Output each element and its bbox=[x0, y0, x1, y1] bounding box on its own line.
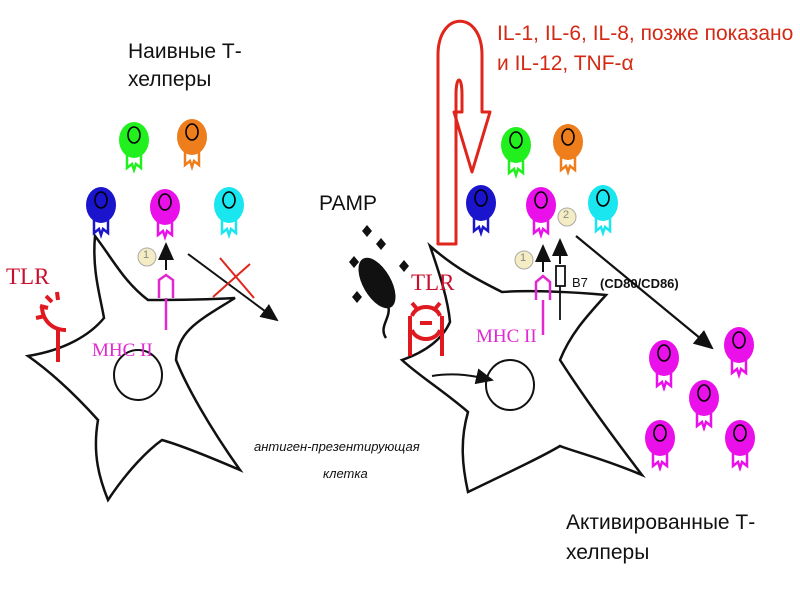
tlr-label-left: TLR bbox=[6, 264, 50, 289]
apc-left-nucleus bbox=[113, 349, 163, 401]
b7-receptor bbox=[555, 265, 566, 320]
cd80-cd86-label: (CD80/CD86) bbox=[600, 276, 679, 291]
activated-t-cell-1 bbox=[647, 338, 681, 390]
t-cell-cyan-right bbox=[586, 183, 620, 235]
block-x-icon bbox=[212, 257, 255, 299]
apc-label-line1: антиген-презентирующая bbox=[254, 439, 420, 454]
signal-1-badge-right bbox=[514, 250, 534, 270]
mhc-ii-left bbox=[157, 273, 175, 330]
activated-t-cell-2 bbox=[722, 325, 756, 377]
activated-t-cell-5 bbox=[723, 418, 757, 470]
blocked-activation-arrow bbox=[187, 253, 279, 322]
activation-arrow bbox=[575, 235, 714, 350]
t-cell-blue-right bbox=[464, 183, 498, 235]
activated-t-helpers-title: Активированные Т-хелперы bbox=[566, 511, 756, 564]
signal-1-badge-left bbox=[137, 247, 157, 267]
cytokine-feedback-arrow bbox=[436, 19, 492, 246]
signal-2-badge bbox=[557, 207, 577, 227]
apc-label-line2: клетка bbox=[323, 466, 368, 481]
t-cell-orange-right bbox=[551, 122, 585, 174]
pamp-pathogen bbox=[349, 225, 409, 339]
signal-2-text: 2 bbox=[563, 209, 570, 221]
tlr-receptor-right bbox=[408, 301, 444, 356]
pamp-label: PAMP bbox=[319, 192, 377, 215]
tlr-label-right: TLR bbox=[411, 270, 455, 295]
signal-1-text-right: 1 bbox=[520, 252, 527, 264]
mhc-ii-label-left: MHC II bbox=[92, 340, 153, 361]
t-cell-green-right bbox=[499, 125, 533, 177]
naive-t-helpers-title: Наивные Т-хелперы bbox=[128, 40, 242, 91]
apc-right-nucleus bbox=[485, 359, 535, 411]
t-cell-magenta-right bbox=[524, 185, 558, 237]
naive-t-cell-magenta bbox=[148, 187, 182, 239]
mhc-ii-label-right: MHC II bbox=[476, 326, 537, 347]
signal-1-text-left: 1 bbox=[143, 249, 150, 261]
naive-t-cell-orange bbox=[175, 117, 209, 169]
naive-t-cell-green bbox=[117, 120, 151, 172]
b7-label: B7 bbox=[572, 275, 588, 290]
activated-t-cell-4 bbox=[643, 418, 677, 470]
tlr-receptor-left bbox=[35, 291, 67, 362]
naive-t-cell-blue bbox=[84, 185, 118, 237]
naive-t-cell-cyan bbox=[212, 185, 246, 237]
tlr-signal-arrow bbox=[431, 368, 494, 385]
cytokines-label: IL-1, IL-6, IL-8, позже показано и IL-12… bbox=[497, 22, 794, 75]
mhc-ii-right bbox=[534, 274, 552, 335]
activated-t-cell-3 bbox=[687, 378, 721, 430]
